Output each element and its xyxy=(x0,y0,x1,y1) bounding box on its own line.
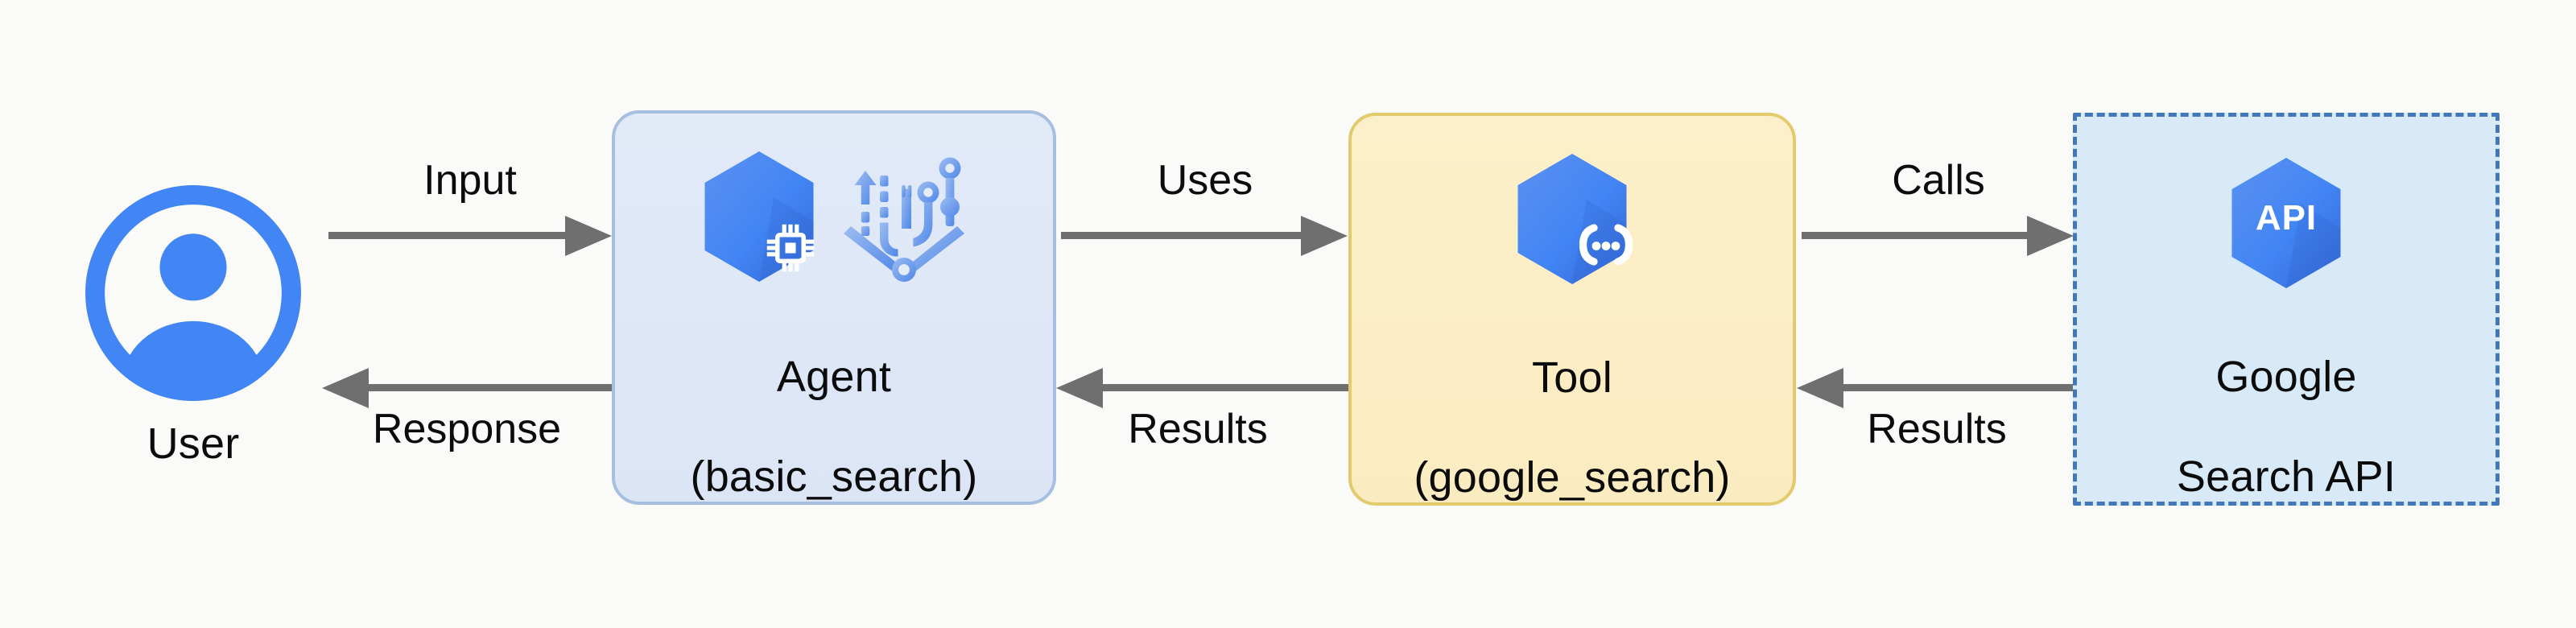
api-hexagon-icon: API xyxy=(2226,155,2347,288)
edge-line xyxy=(328,232,567,239)
edge-line xyxy=(1842,384,2077,391)
arrowhead-right-icon xyxy=(2027,216,2074,256)
arrowhead-right-icon xyxy=(565,216,612,256)
tool-label-line1: Tool xyxy=(1532,353,1612,402)
agent-flow-icon xyxy=(839,149,969,284)
user-label: User xyxy=(147,419,240,468)
arrowhead-right-icon xyxy=(1301,216,1348,256)
api-icon-text: API xyxy=(2255,198,2318,238)
edge-label-results-api: Results xyxy=(1867,406,2007,452)
edge-line xyxy=(1061,232,1302,239)
agent-icon-row xyxy=(699,149,969,284)
api-label: Google Search API xyxy=(2177,302,2396,502)
edge-label-response: Response xyxy=(372,406,562,452)
api-text-glyph: API xyxy=(2256,198,2317,238)
edge-label-input: Input xyxy=(423,157,517,204)
arrowhead-left-icon xyxy=(1056,368,1103,408)
agent-label: Agent (basic_search) xyxy=(691,302,978,502)
api-label-line2: Search API xyxy=(2176,452,2396,501)
edge-label-uses: Uses xyxy=(1157,157,1253,204)
user-avatar xyxy=(85,185,301,401)
tool-label-line2: (google_search) xyxy=(1414,453,1731,502)
edge-label-calls: Calls xyxy=(1892,157,1985,204)
cpu-chip-hexagon-icon xyxy=(699,149,819,284)
tool-label: Tool (google_search) xyxy=(1414,303,1730,502)
node-google-search-api[interactable]: API Google Search API xyxy=(2073,113,2500,506)
user-avatar-icon xyxy=(85,185,301,401)
node-agent[interactable]: Agent (basic_search) xyxy=(612,110,1056,505)
agent-label-line2: (basic_search) xyxy=(690,452,978,501)
arrowhead-left-icon xyxy=(322,368,369,408)
edge-label-results-tool: Results xyxy=(1128,406,1268,452)
api-label-line1: Google xyxy=(2215,353,2357,401)
node-tool[interactable]: Tool (google_search) xyxy=(1348,113,1796,506)
edge-line xyxy=(1101,384,1351,391)
agent-label-line1: Agent xyxy=(776,353,892,401)
edge-line xyxy=(367,384,612,391)
code-brackets-hexagon-icon xyxy=(1512,151,1633,284)
node-user[interactable]: User xyxy=(56,185,330,507)
arrowhead-left-icon xyxy=(1797,368,1843,408)
edge-line xyxy=(1802,232,2029,239)
